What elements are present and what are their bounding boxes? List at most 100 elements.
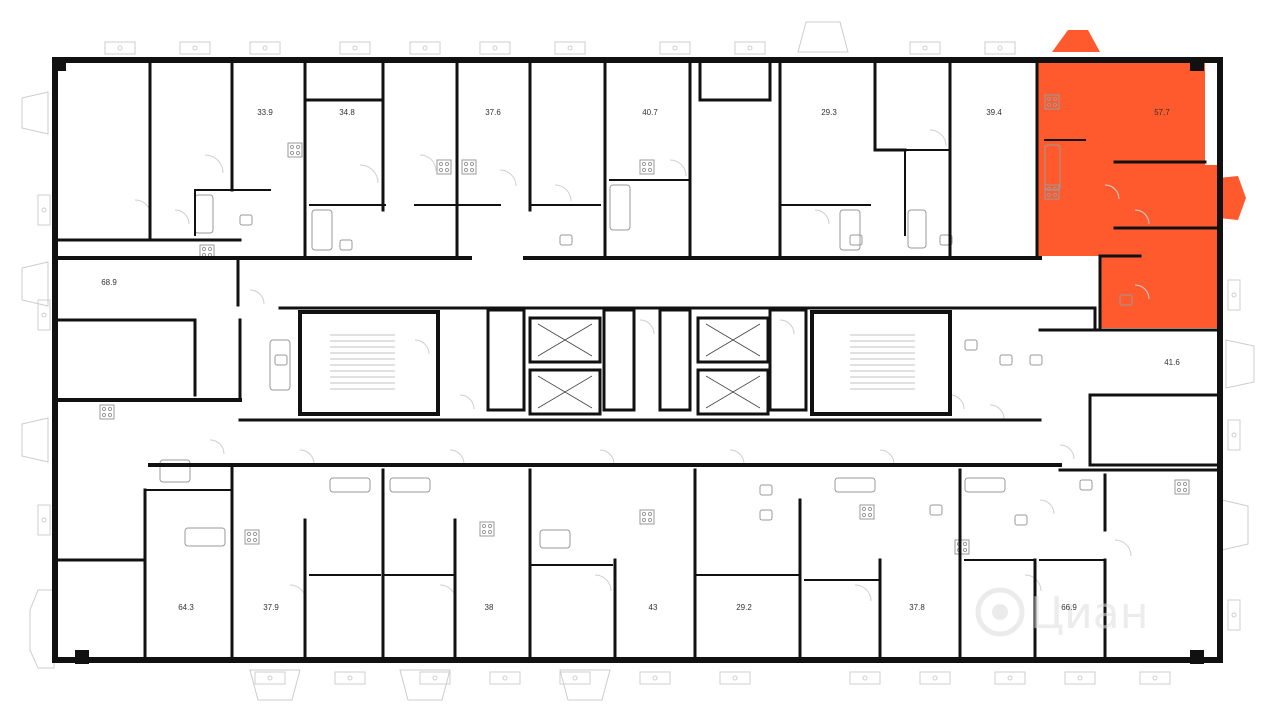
burner	[246, 537, 252, 543]
door-swing	[449, 449, 465, 465]
window	[984, 41, 1016, 55]
shaft	[602, 308, 636, 412]
door-swing	[639, 319, 655, 335]
bathtub	[389, 477, 431, 493]
window	[37, 299, 51, 331]
door-swing	[599, 449, 615, 465]
bathtub	[1044, 144, 1061, 191]
window	[104, 41, 136, 55]
burner	[444, 161, 450, 167]
window-vent	[1231, 292, 1237, 298]
burner	[962, 547, 968, 553]
door-swing	[209, 439, 225, 455]
window	[919, 671, 951, 685]
stove	[479, 521, 495, 537]
sink	[1014, 514, 1028, 526]
stove	[859, 504, 875, 520]
sink	[339, 239, 353, 251]
window	[37, 194, 51, 226]
door-swing	[594, 574, 612, 592]
unit-area-label: 40.7	[642, 108, 658, 117]
window	[479, 41, 511, 55]
burner	[1182, 481, 1188, 487]
burner	[1046, 102, 1052, 108]
window-vent	[502, 675, 508, 681]
burner	[246, 531, 252, 537]
burner	[1176, 487, 1182, 493]
door-swing	[499, 169, 517, 187]
bathtub	[964, 477, 1006, 493]
burner	[962, 541, 968, 547]
door-swing	[929, 129, 947, 147]
sink	[939, 234, 953, 246]
burner	[861, 512, 867, 518]
burner	[861, 506, 867, 512]
sink	[759, 509, 773, 521]
walls	[52, 57, 1223, 664]
bathtub	[159, 459, 191, 483]
corner-column	[52, 57, 66, 71]
window-vent	[1231, 612, 1237, 618]
burner	[1052, 102, 1058, 108]
elevator-cross	[705, 375, 761, 409]
sink	[274, 354, 288, 366]
burner	[641, 167, 647, 173]
bay-windows	[21, 21, 1255, 701]
window-vent	[997, 45, 1003, 51]
burner	[481, 529, 487, 535]
burner	[641, 511, 647, 517]
window-markers	[37, 41, 1241, 685]
burner	[647, 517, 653, 523]
watermark-text: Циан	[1030, 588, 1149, 639]
burner	[487, 529, 493, 535]
window	[419, 671, 451, 685]
window-vent	[652, 675, 658, 681]
burner	[469, 167, 475, 173]
unit-area-label: 68.9	[101, 278, 117, 287]
burner	[647, 161, 653, 167]
bathtub	[539, 529, 571, 549]
window	[1227, 419, 1241, 451]
burner	[252, 531, 258, 537]
sink	[1079, 479, 1093, 491]
stove	[461, 159, 477, 175]
sink	[239, 214, 253, 226]
selected-apartment-highlight[interactable]	[1037, 30, 1246, 328]
burner	[444, 167, 450, 173]
window-vent	[922, 45, 928, 51]
door-swing	[204, 154, 224, 174]
window-vent	[41, 517, 47, 523]
window	[849, 671, 881, 685]
window	[37, 504, 51, 536]
door-swing	[729, 449, 745, 465]
window	[1064, 671, 1096, 685]
window	[409, 41, 441, 55]
burner	[867, 512, 873, 518]
window	[554, 41, 586, 55]
watermark: Циан	[975, 587, 1149, 639]
window-vent	[1007, 675, 1013, 681]
burner	[641, 161, 647, 167]
burner	[1046, 186, 1052, 192]
unit-area-label: 37.9	[263, 603, 279, 612]
unit-area-label: 34.8	[339, 108, 355, 117]
window	[659, 41, 691, 55]
window	[254, 671, 286, 685]
window-vent	[492, 45, 498, 51]
elevator-shaft	[528, 368, 602, 416]
elevator-cross	[537, 375, 593, 409]
window-vent	[347, 675, 353, 681]
bathtub	[311, 209, 333, 251]
unit-area-label: 38	[485, 603, 494, 612]
window-vent	[932, 675, 938, 681]
door-swing	[414, 339, 430, 355]
door-swing	[879, 449, 895, 465]
unit-area-label: 29.2	[736, 603, 752, 612]
burner	[647, 511, 653, 517]
burner	[1176, 481, 1182, 487]
window	[994, 671, 1026, 685]
burner	[207, 246, 213, 252]
stove	[99, 404, 115, 420]
bathtub	[329, 477, 371, 493]
unit-area-label: 43	[649, 603, 658, 612]
